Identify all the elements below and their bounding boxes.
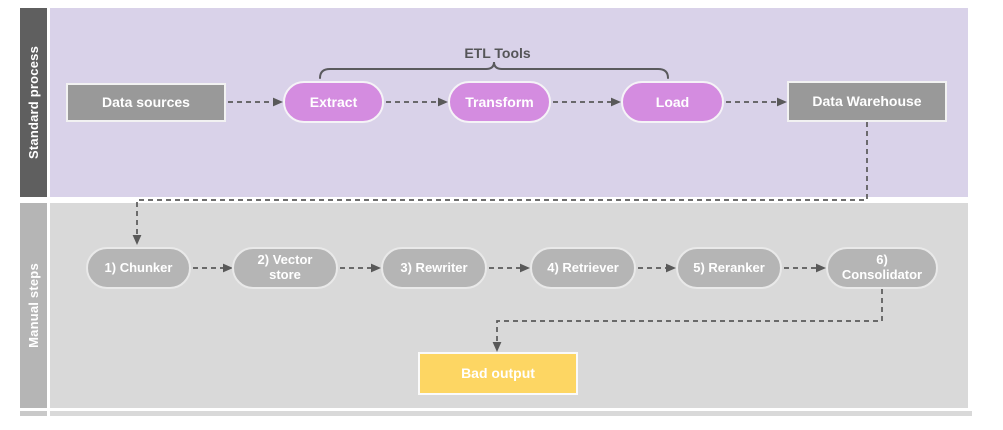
lane-standard-process-label: Standard process bbox=[26, 45, 42, 160]
next-lane-body-sliver bbox=[50, 411, 972, 416]
node-data-warehouse-label: Data Warehouse bbox=[812, 93, 922, 110]
node-reranker-label: 5) Reranker bbox=[693, 259, 765, 275]
node-retriever[interactable]: 4) Retriever bbox=[530, 247, 636, 289]
node-load-label: Load bbox=[655, 93, 690, 110]
node-consolidator-label: 6) Consolidator bbox=[841, 252, 923, 282]
node-chunker[interactable]: 1) Chunker bbox=[86, 247, 191, 289]
lane-standard-process-bar: Standard process bbox=[20, 8, 47, 197]
node-data-sources-label: Data sources bbox=[102, 94, 190, 111]
node-load[interactable]: Load bbox=[621, 81, 724, 123]
node-vector-store[interactable]: 2) Vector store bbox=[232, 247, 338, 289]
lane-manual-steps-bar: Manual steps bbox=[20, 203, 47, 408]
node-vector-store-label: 2) Vector store bbox=[257, 252, 313, 282]
node-bad-output-label: Bad output bbox=[461, 365, 535, 382]
node-extract-label: Extract bbox=[309, 93, 358, 110]
node-extract[interactable]: Extract bbox=[283, 81, 384, 123]
lane-manual-steps-label: Manual steps bbox=[26, 263, 42, 348]
node-chunker-label: 1) Chunker bbox=[104, 259, 173, 275]
etl-tools-group-label: ETL Tools bbox=[464, 45, 531, 61]
node-retriever-label: 4) Retriever bbox=[547, 259, 619, 275]
node-transform-label: Transform bbox=[465, 93, 534, 110]
node-bad-output[interactable]: Bad output bbox=[418, 352, 578, 395]
node-consolidator[interactable]: 6) Consolidator bbox=[826, 247, 938, 289]
node-reranker[interactable]: 5) Reranker bbox=[676, 247, 782, 289]
next-lane-bar-sliver bbox=[20, 411, 47, 416]
node-data-sources[interactable]: Data sources bbox=[66, 83, 226, 122]
node-rewriter[interactable]: 3) Rewriter bbox=[381, 247, 487, 289]
node-transform[interactable]: Transform bbox=[448, 81, 551, 123]
node-rewriter-label: 3) Rewriter bbox=[400, 259, 468, 275]
node-data-warehouse[interactable]: Data Warehouse bbox=[787, 81, 947, 122]
